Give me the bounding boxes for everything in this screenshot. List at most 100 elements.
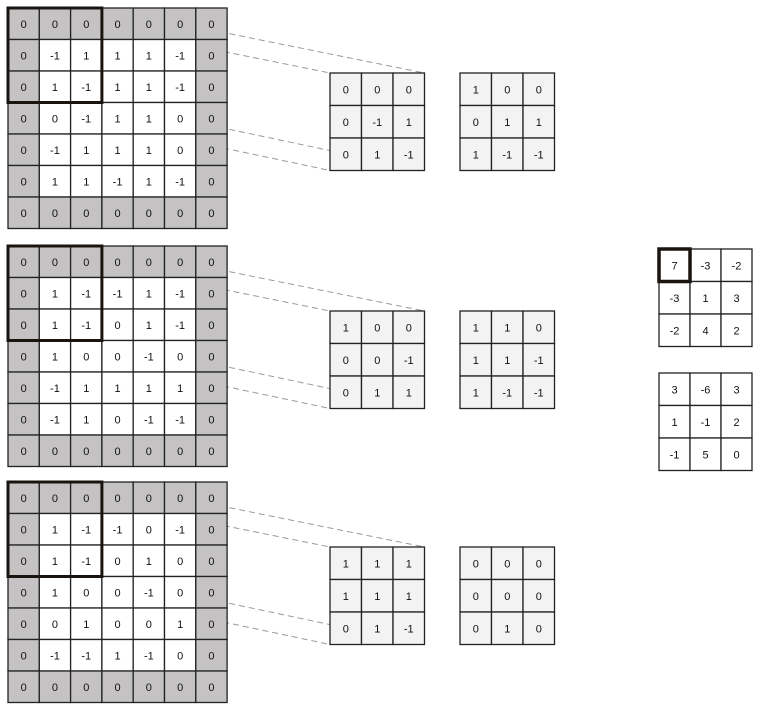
input-grid-1-cell-value: 0 — [21, 19, 27, 31]
patch-grid-1-cell — [360, 137, 394, 172]
input-grid-3-cell-value: -1 — [144, 587, 154, 599]
input-grid-3-cell-value: 0 — [177, 556, 183, 568]
input-grid-3-cell — [38, 670, 72, 704]
input-grid-3-cell-value: 0 — [146, 493, 152, 505]
input-grid-1-cell-value: 0 — [83, 19, 89, 31]
input-grid-3-cell-value: -1 — [81, 524, 91, 536]
output-grid-1-cell-value: 7 — [671, 260, 677, 272]
patch-grid-2-cell-value: 0 — [374, 355, 380, 367]
input-grid-2-cell — [101, 245, 134, 279]
patch-grid-3-cell-value: 1 — [406, 591, 412, 603]
patch-grid-3-cell-value: 1 — [343, 558, 349, 570]
input-grid-2-cell-value: 0 — [208, 446, 214, 458]
patch-grid-1-cell — [392, 137, 426, 172]
input-grid-2-cell — [163, 339, 197, 373]
input-grid-3-cell-value: 0 — [114, 493, 120, 505]
input-grid-1-cell-value: -1 — [81, 82, 91, 94]
patch-grid-3-cell-value: 1 — [343, 591, 349, 603]
input-grid-1-cell-value: 0 — [208, 50, 214, 62]
kernel-grid-1-cell — [459, 72, 493, 107]
input-grid-3-cell — [69, 512, 103, 546]
patch-grid-1-cell — [392, 104, 426, 139]
input-grid-1-cell-value: 0 — [21, 145, 27, 157]
input-grid-2-cell — [101, 339, 134, 373]
input-grid-2-cell-value: 1 — [83, 383, 89, 395]
output-grid-2-cell-value: 1 — [671, 417, 677, 429]
input-grid-1-cell — [163, 196, 197, 230]
kernel-grid-2-cell — [459, 310, 493, 345]
kernel-grid-1-cell-value: 0 — [504, 84, 510, 96]
output-grid-1-cell-value: -2 — [732, 260, 742, 272]
kernel-grid-2-cell — [490, 342, 524, 377]
input-grid-3-cell-value: 1 — [83, 619, 89, 631]
patch-grid-1-cell-value: -1 — [372, 117, 382, 129]
input-grid-1-cell-value: 0 — [114, 19, 120, 31]
patch-grid-2-cell-value: 1 — [374, 387, 380, 399]
output-grid-2-cell — [720, 372, 753, 407]
input-grid-2-cell-value: 0 — [208, 414, 214, 426]
input-grid-3-cell-value: 0 — [146, 524, 152, 536]
input-grid-3-cell-value: 0 — [177, 493, 183, 505]
output-grid-2-cell-value: 3 — [733, 384, 739, 396]
input-grid-1-cell — [101, 196, 134, 230]
input-grid-2-cell-value: -1 — [175, 320, 185, 332]
selection-box-1 — [6, 6, 104, 104]
input-grid-3-cell-value: 0 — [114, 619, 120, 631]
input-grid-2-cell-value: 0 — [114, 257, 120, 269]
input-grid-2-cell — [7, 434, 40, 468]
kernel-grid-2-cell — [522, 310, 556, 345]
input-grid-2-cell-value: 1 — [52, 288, 58, 300]
input-grid-1-cell — [69, 70, 103, 104]
input-grid-2-cell-value: 1 — [52, 320, 58, 332]
input-grid-3-cell-value: 0 — [208, 587, 214, 599]
kernel-grid-3-cell-value: 0 — [536, 558, 542, 570]
patch-grid-3-cell — [392, 578, 426, 613]
input-grid-3-cell-value: 0 — [208, 556, 214, 568]
input-grid-3-cell-value: 1 — [52, 556, 58, 568]
input-grid-3-cell-value: -1 — [144, 650, 154, 662]
input-grid-3-cell-value: 1 — [177, 619, 183, 631]
input-grid-1-cell-value: 0 — [52, 208, 58, 220]
input-grid-2-cell-value: 0 — [208, 383, 214, 395]
input-grid-1-cell-value: -1 — [50, 50, 60, 62]
kernel-grid-1-cell-value: 1 — [504, 117, 510, 129]
input-grid-1-cell-value: 0 — [21, 176, 27, 188]
input-grid-3-cell — [38, 544, 72, 578]
output-highlight — [657, 247, 692, 284]
kernel-grid-3-cell — [459, 611, 493, 646]
input-grid-1-cell — [38, 164, 72, 198]
input-grid-3-cell — [163, 670, 197, 704]
input-grid-2-cell — [101, 371, 134, 405]
input-grid-2-cell-value: 1 — [83, 414, 89, 426]
input-grid-1-cell-value: 1 — [146, 145, 152, 157]
input-grid-2-cell — [132, 434, 166, 468]
input-grid-2-cell-value: 0 — [114, 446, 120, 458]
kernel-grid-1-cell-value: 1 — [536, 117, 542, 129]
input-grid-2-cell-value: -1 — [81, 288, 91, 300]
kernel-grid-3-cell-value: 0 — [536, 623, 542, 635]
input-grid-3-cell-value: 0 — [83, 587, 89, 599]
input-grid-1-cell-value: 0 — [208, 113, 214, 125]
input-grid-2-cell-value: -1 — [175, 414, 185, 426]
output-grid-1-cell — [689, 280, 722, 315]
input-grid-2-cell — [132, 245, 166, 279]
input-grid-1-cell-value: -1 — [50, 145, 60, 157]
input-grid-1-cell-value: 1 — [146, 176, 152, 188]
output-grid-1-cell-value: 2 — [733, 325, 739, 337]
patch-grid-1-cell-value: 0 — [374, 84, 380, 96]
input-grid-1-cell-value: 1 — [83, 176, 89, 188]
input-grid-3-cell-value: 0 — [83, 493, 89, 505]
input-grid-1-cell — [195, 133, 228, 167]
kernel-grid-3-cell — [522, 546, 556, 581]
input-grid-1-cell-value: 0 — [177, 208, 183, 220]
input-grid-3-cell — [195, 481, 228, 515]
patch-grid-3-cell-value: 1 — [374, 558, 380, 570]
input-grid-1-cell-value: 0 — [21, 82, 27, 94]
input-grid-2-cell — [38, 308, 72, 342]
